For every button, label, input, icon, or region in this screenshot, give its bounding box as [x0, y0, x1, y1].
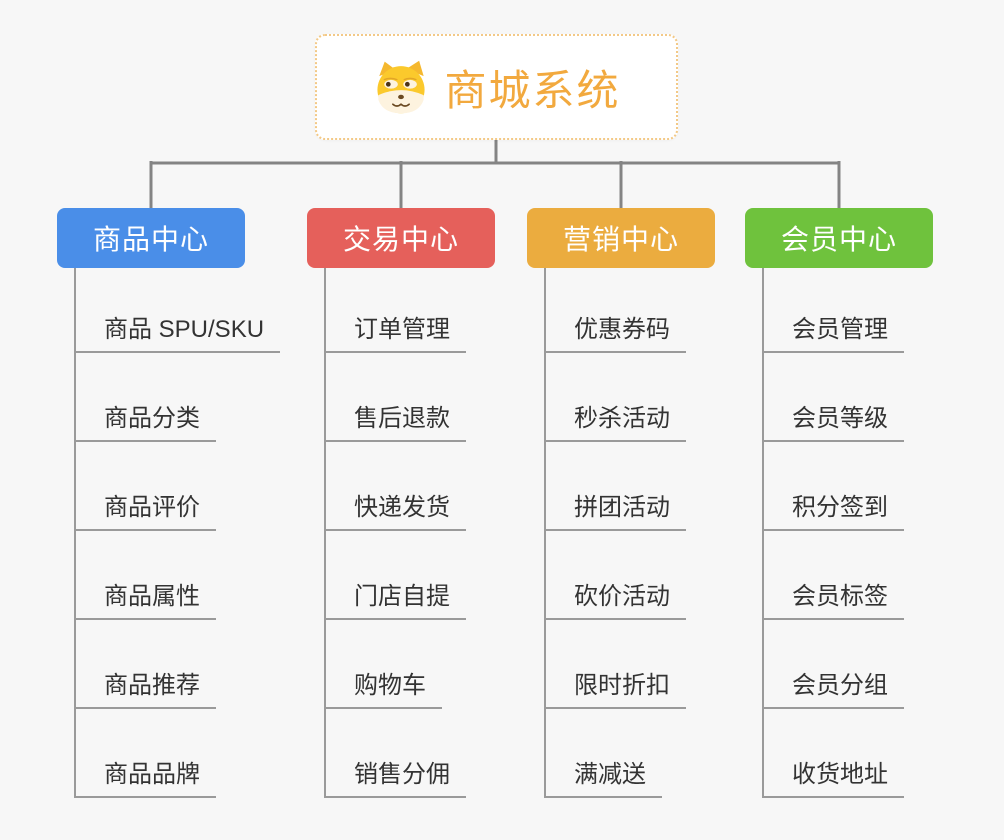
branch-column-trade: 订单管理 售后退款 快递发货 门店自提 购物车 销售分佣 — [307, 268, 563, 808]
leaf-item[interactable]: 秒杀活动 — [544, 404, 686, 442]
branch-column-member: 会员管理 会员等级 积分签到 会员标签 会员分组 收货地址 — [745, 268, 1001, 808]
branch-label: 营销中心 — [562, 224, 679, 255]
branch-label: 商品中心 — [92, 224, 209, 255]
branch-node-product-center[interactable]: 商品中心 — [57, 208, 245, 268]
branch-column-marketing: 优惠券码 秒杀活动 拼团活动 砍价活动 限时折扣 满减送 — [527, 268, 783, 808]
leaf-item[interactable]: 售后退款 — [324, 404, 466, 442]
leaf-item[interactable]: 积分签到 — [762, 493, 904, 531]
leaf-item[interactable]: 商品属性 — [74, 582, 216, 620]
leaf-item[interactable]: 优惠券码 — [544, 315, 686, 353]
leaf-item[interactable]: 订单管理 — [324, 315, 466, 353]
leaf-item[interactable]: 限时折扣 — [544, 671, 686, 709]
branch-node-trade-center[interactable]: 交易中心 — [307, 208, 495, 268]
branch-vertical-line — [324, 268, 326, 798]
leaf-item[interactable]: 商品品牌 — [74, 760, 216, 798]
leaf-item[interactable]: 满减送 — [544, 760, 662, 798]
leaf-item[interactable]: 拼团活动 — [544, 493, 686, 531]
leaf-item[interactable]: 会员等级 — [762, 404, 904, 442]
leaf-item[interactable]: 快递发货 — [324, 493, 466, 531]
branch-vertical-line — [544, 268, 546, 798]
leaf-item[interactable]: 商品评价 — [74, 493, 216, 531]
leaf-item[interactable]: 门店自提 — [324, 582, 466, 620]
doge-icon — [377, 60, 426, 114]
leaf-item[interactable]: 商品分类 — [74, 404, 216, 442]
branch-vertical-line — [762, 268, 764, 798]
leaf-item[interactable]: 商品推荐 — [74, 671, 216, 709]
branch-label: 会员中心 — [780, 224, 897, 255]
leaf-item[interactable]: 商品 SPU/SKU — [74, 315, 281, 353]
leaf-item[interactable]: 收货地址 — [762, 760, 904, 798]
root-node[interactable]: 商城系统 — [315, 34, 678, 140]
root-title: 商城系统 — [444, 66, 621, 114]
branch-column-product: 商品 SPU/SKU 商品分类 商品评价 商品属性 商品推荐 商品品牌 — [57, 268, 313, 808]
leaf-item[interactable]: 会员管理 — [762, 315, 904, 353]
leaf-item[interactable]: 会员分组 — [762, 671, 904, 709]
leaf-item[interactable]: 会员标签 — [762, 582, 904, 620]
branch-node-marketing-center[interactable]: 营销中心 — [527, 208, 715, 268]
branch-vertical-line — [74, 268, 76, 798]
branch-label: 交易中心 — [342, 224, 459, 255]
branch-node-member-center[interactable]: 会员中心 — [745, 208, 933, 268]
leaf-item[interactable]: 购物车 — [324, 671, 442, 709]
leaf-item[interactable]: 销售分佣 — [324, 760, 466, 798]
leaf-item[interactable]: 砍价活动 — [544, 582, 686, 620]
